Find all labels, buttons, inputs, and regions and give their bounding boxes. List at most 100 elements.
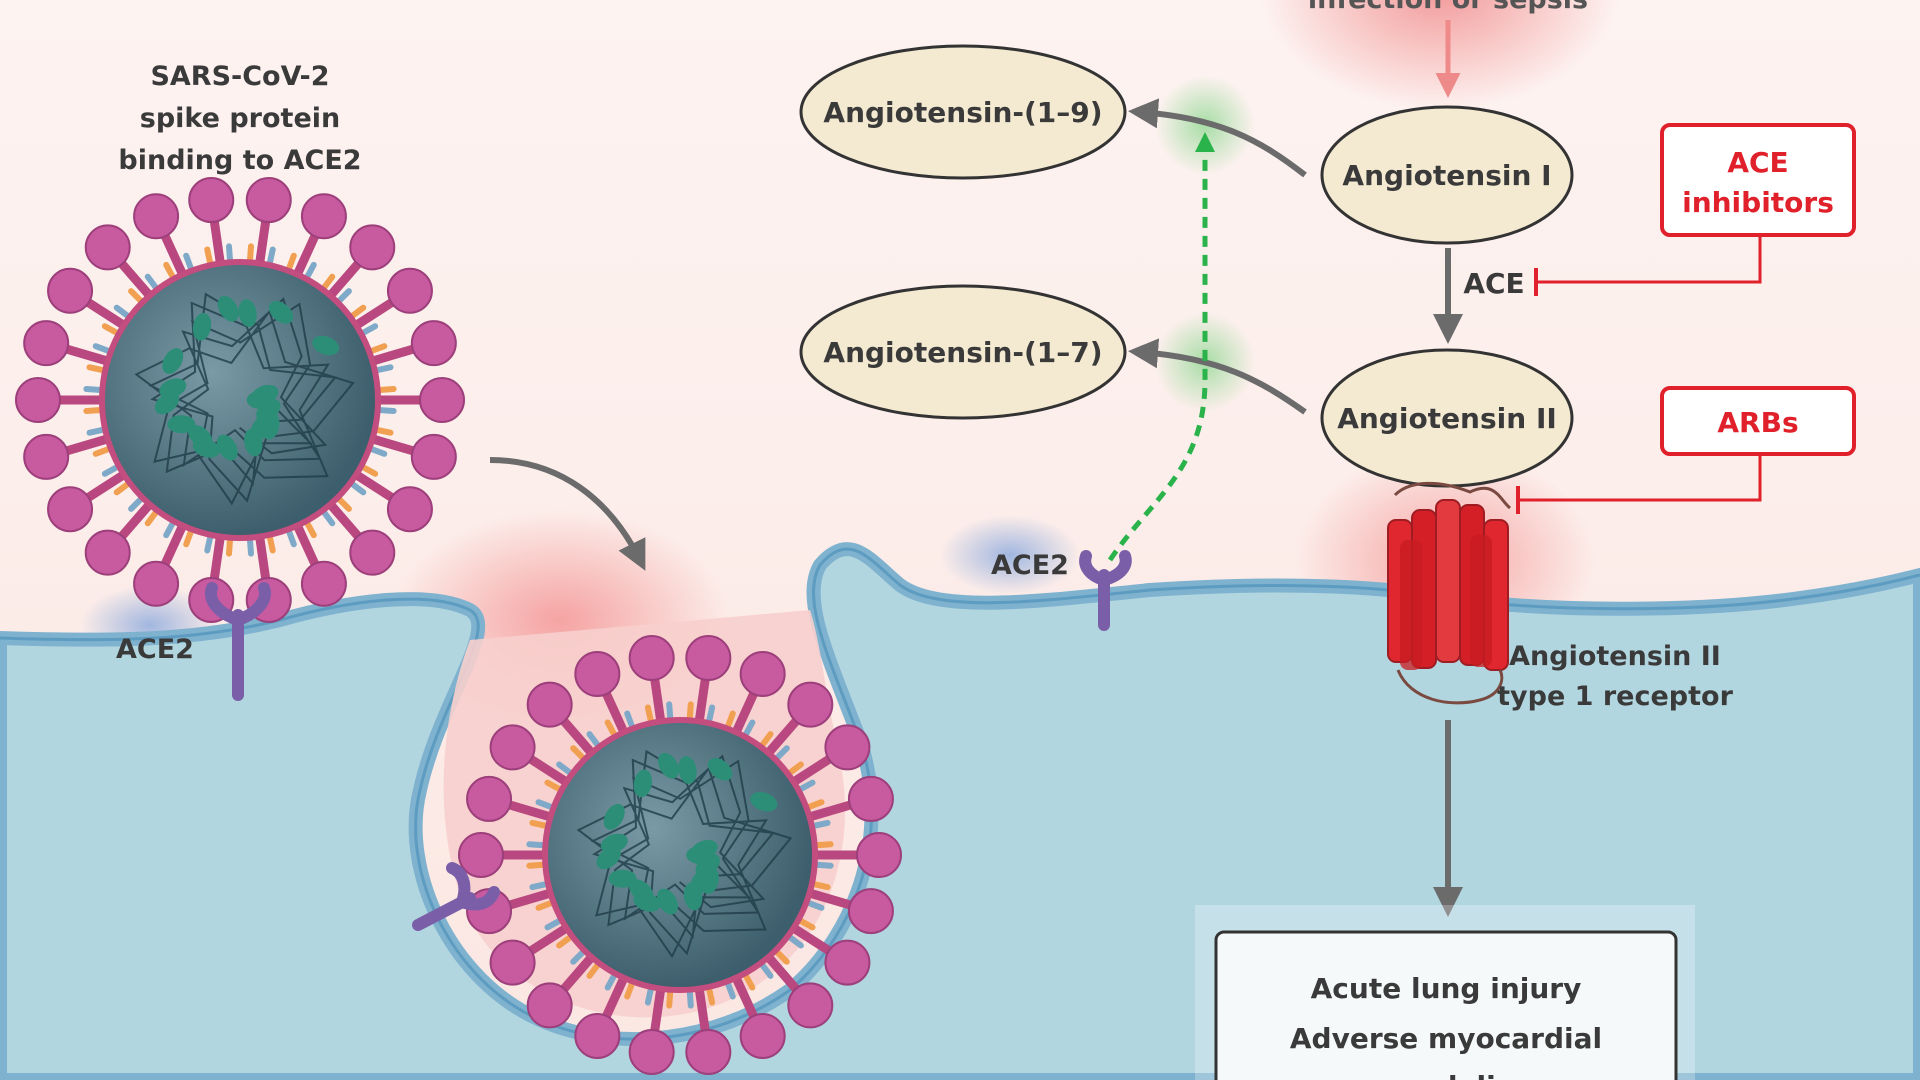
spike-stalk bbox=[323, 496, 367, 546]
nucleocapsid-protein bbox=[633, 892, 661, 912]
spike-stalk bbox=[348, 467, 401, 506]
spike-stalk bbox=[694, 669, 711, 730]
spike-stalk bbox=[555, 949, 599, 998]
nucleocapsid-protein bbox=[167, 415, 196, 434]
spike-head bbox=[410, 320, 457, 367]
spike-stalk bbox=[113, 496, 157, 546]
spike-label-line3: binding to ACE2 bbox=[118, 145, 361, 176]
spike-head bbox=[787, 681, 834, 728]
spike-stalk bbox=[785, 921, 839, 959]
spike-stalk bbox=[323, 254, 367, 304]
spike-head bbox=[574, 1013, 621, 1060]
spike-stalk bbox=[291, 517, 322, 574]
viral-envelope bbox=[99, 259, 381, 541]
nucleocapsid-protein bbox=[633, 769, 653, 798]
angiotensin-1-7-node bbox=[799, 284, 1127, 420]
viral-rna bbox=[134, 292, 355, 506]
spike-head bbox=[23, 433, 70, 480]
spike-stalk bbox=[761, 712, 805, 761]
spike-stalk bbox=[785, 751, 839, 789]
endocytosed-coronavirus-icon bbox=[458, 635, 902, 1075]
spike-head bbox=[685, 635, 732, 682]
spike-head bbox=[526, 681, 573, 728]
spike-stalk bbox=[521, 921, 575, 959]
spike-stalk bbox=[209, 211, 226, 272]
spike-stalk bbox=[499, 798, 559, 823]
nucleocapsid-protein bbox=[750, 791, 778, 812]
spike-stalk bbox=[555, 712, 599, 761]
nucleocapsid-protein bbox=[244, 428, 263, 457]
spike-stalk bbox=[649, 980, 666, 1041]
nucleocapsid-protein bbox=[162, 348, 184, 374]
spike-label-line1: SARS-CoV-2 bbox=[150, 61, 329, 92]
ace-inhibitors-label-line2: inhibitors bbox=[1682, 186, 1834, 219]
spike-head bbox=[489, 939, 536, 986]
spike-head bbox=[739, 650, 786, 697]
spike-stalk bbox=[254, 211, 271, 272]
spike-head bbox=[410, 433, 457, 480]
spike-head bbox=[526, 982, 573, 1029]
ace2-receptor-icon bbox=[205, 582, 271, 701]
spike-head bbox=[824, 724, 871, 771]
spike-label-line2: spike protein bbox=[140, 103, 340, 134]
ace-inhibition-line bbox=[1536, 235, 1762, 284]
arbs-label: ARBs bbox=[1717, 406, 1798, 439]
spike-head bbox=[15, 377, 61, 423]
outcome-label-line1: Acute lung injury bbox=[1311, 972, 1582, 1005]
spike-head bbox=[856, 832, 902, 878]
arbs-inhibition-line bbox=[1518, 454, 1762, 502]
spike-stalk bbox=[209, 528, 226, 589]
spike-stalk bbox=[158, 517, 189, 574]
spike-head bbox=[847, 888, 894, 935]
angiotensin-1-9-label: Angiotensin-(1–9) bbox=[823, 96, 1102, 129]
spike-stalk bbox=[729, 684, 761, 741]
ace2-conversion-path bbox=[1107, 132, 1215, 562]
spike-stalk bbox=[521, 751, 575, 789]
nucleocapsid-protein bbox=[268, 301, 294, 324]
spike-stalk bbox=[113, 254, 157, 304]
ace-enzyme-label: ACE bbox=[1463, 267, 1524, 300]
viral-rna bbox=[576, 749, 793, 959]
spike-stalk bbox=[499, 887, 559, 912]
angiotensin-1-9-node bbox=[799, 44, 1127, 180]
spike-head bbox=[245, 177, 292, 224]
spike-head bbox=[133, 193, 180, 240]
nucleocapsid-protein bbox=[251, 384, 279, 405]
spike-head bbox=[847, 775, 894, 822]
spike-stalk bbox=[364, 433, 423, 457]
nucleocapsid-protein bbox=[159, 378, 187, 398]
outcome-label-line3: remodeling bbox=[1356, 1070, 1535, 1080]
spike-head bbox=[84, 529, 131, 576]
ace-inhibitors-label-line1: ACE bbox=[1727, 146, 1788, 179]
spike-head bbox=[466, 775, 513, 822]
spike-stalk bbox=[254, 528, 271, 589]
spike-head bbox=[47, 267, 94, 314]
spike-stalk bbox=[79, 467, 132, 506]
ace2-right-receptor-icon bbox=[1079, 550, 1132, 631]
spike-head bbox=[47, 486, 94, 533]
nucleocapsid-protein bbox=[192, 438, 220, 458]
ace2-left-label: ACE2 bbox=[116, 634, 194, 665]
nucleocapsid-protein bbox=[217, 295, 239, 322]
spike-head bbox=[628, 1028, 675, 1075]
ang-I-to-1-9-arrow bbox=[1128, 98, 1307, 178]
spike-head bbox=[188, 177, 235, 224]
angiotensin-I-node bbox=[1320, 105, 1574, 245]
nucleocapsid-protein bbox=[238, 299, 257, 327]
spike-head bbox=[300, 560, 347, 607]
spike-stalk bbox=[291, 226, 322, 283]
nucleocapsid-protein bbox=[700, 866, 719, 894]
top-glow bbox=[1260, 0, 1620, 110]
spike-head bbox=[349, 224, 396, 271]
nucleocapsid-protein bbox=[608, 869, 637, 888]
nucleocapsid-protein bbox=[657, 888, 678, 915]
spike-stalk bbox=[649, 669, 666, 730]
nucleocapsid-protein bbox=[261, 411, 280, 440]
nucleocapsid-protein bbox=[192, 312, 212, 341]
spike-head bbox=[489, 724, 536, 771]
spike-stalk bbox=[599, 684, 631, 741]
spike-head bbox=[574, 650, 621, 697]
spike-head bbox=[23, 320, 70, 367]
